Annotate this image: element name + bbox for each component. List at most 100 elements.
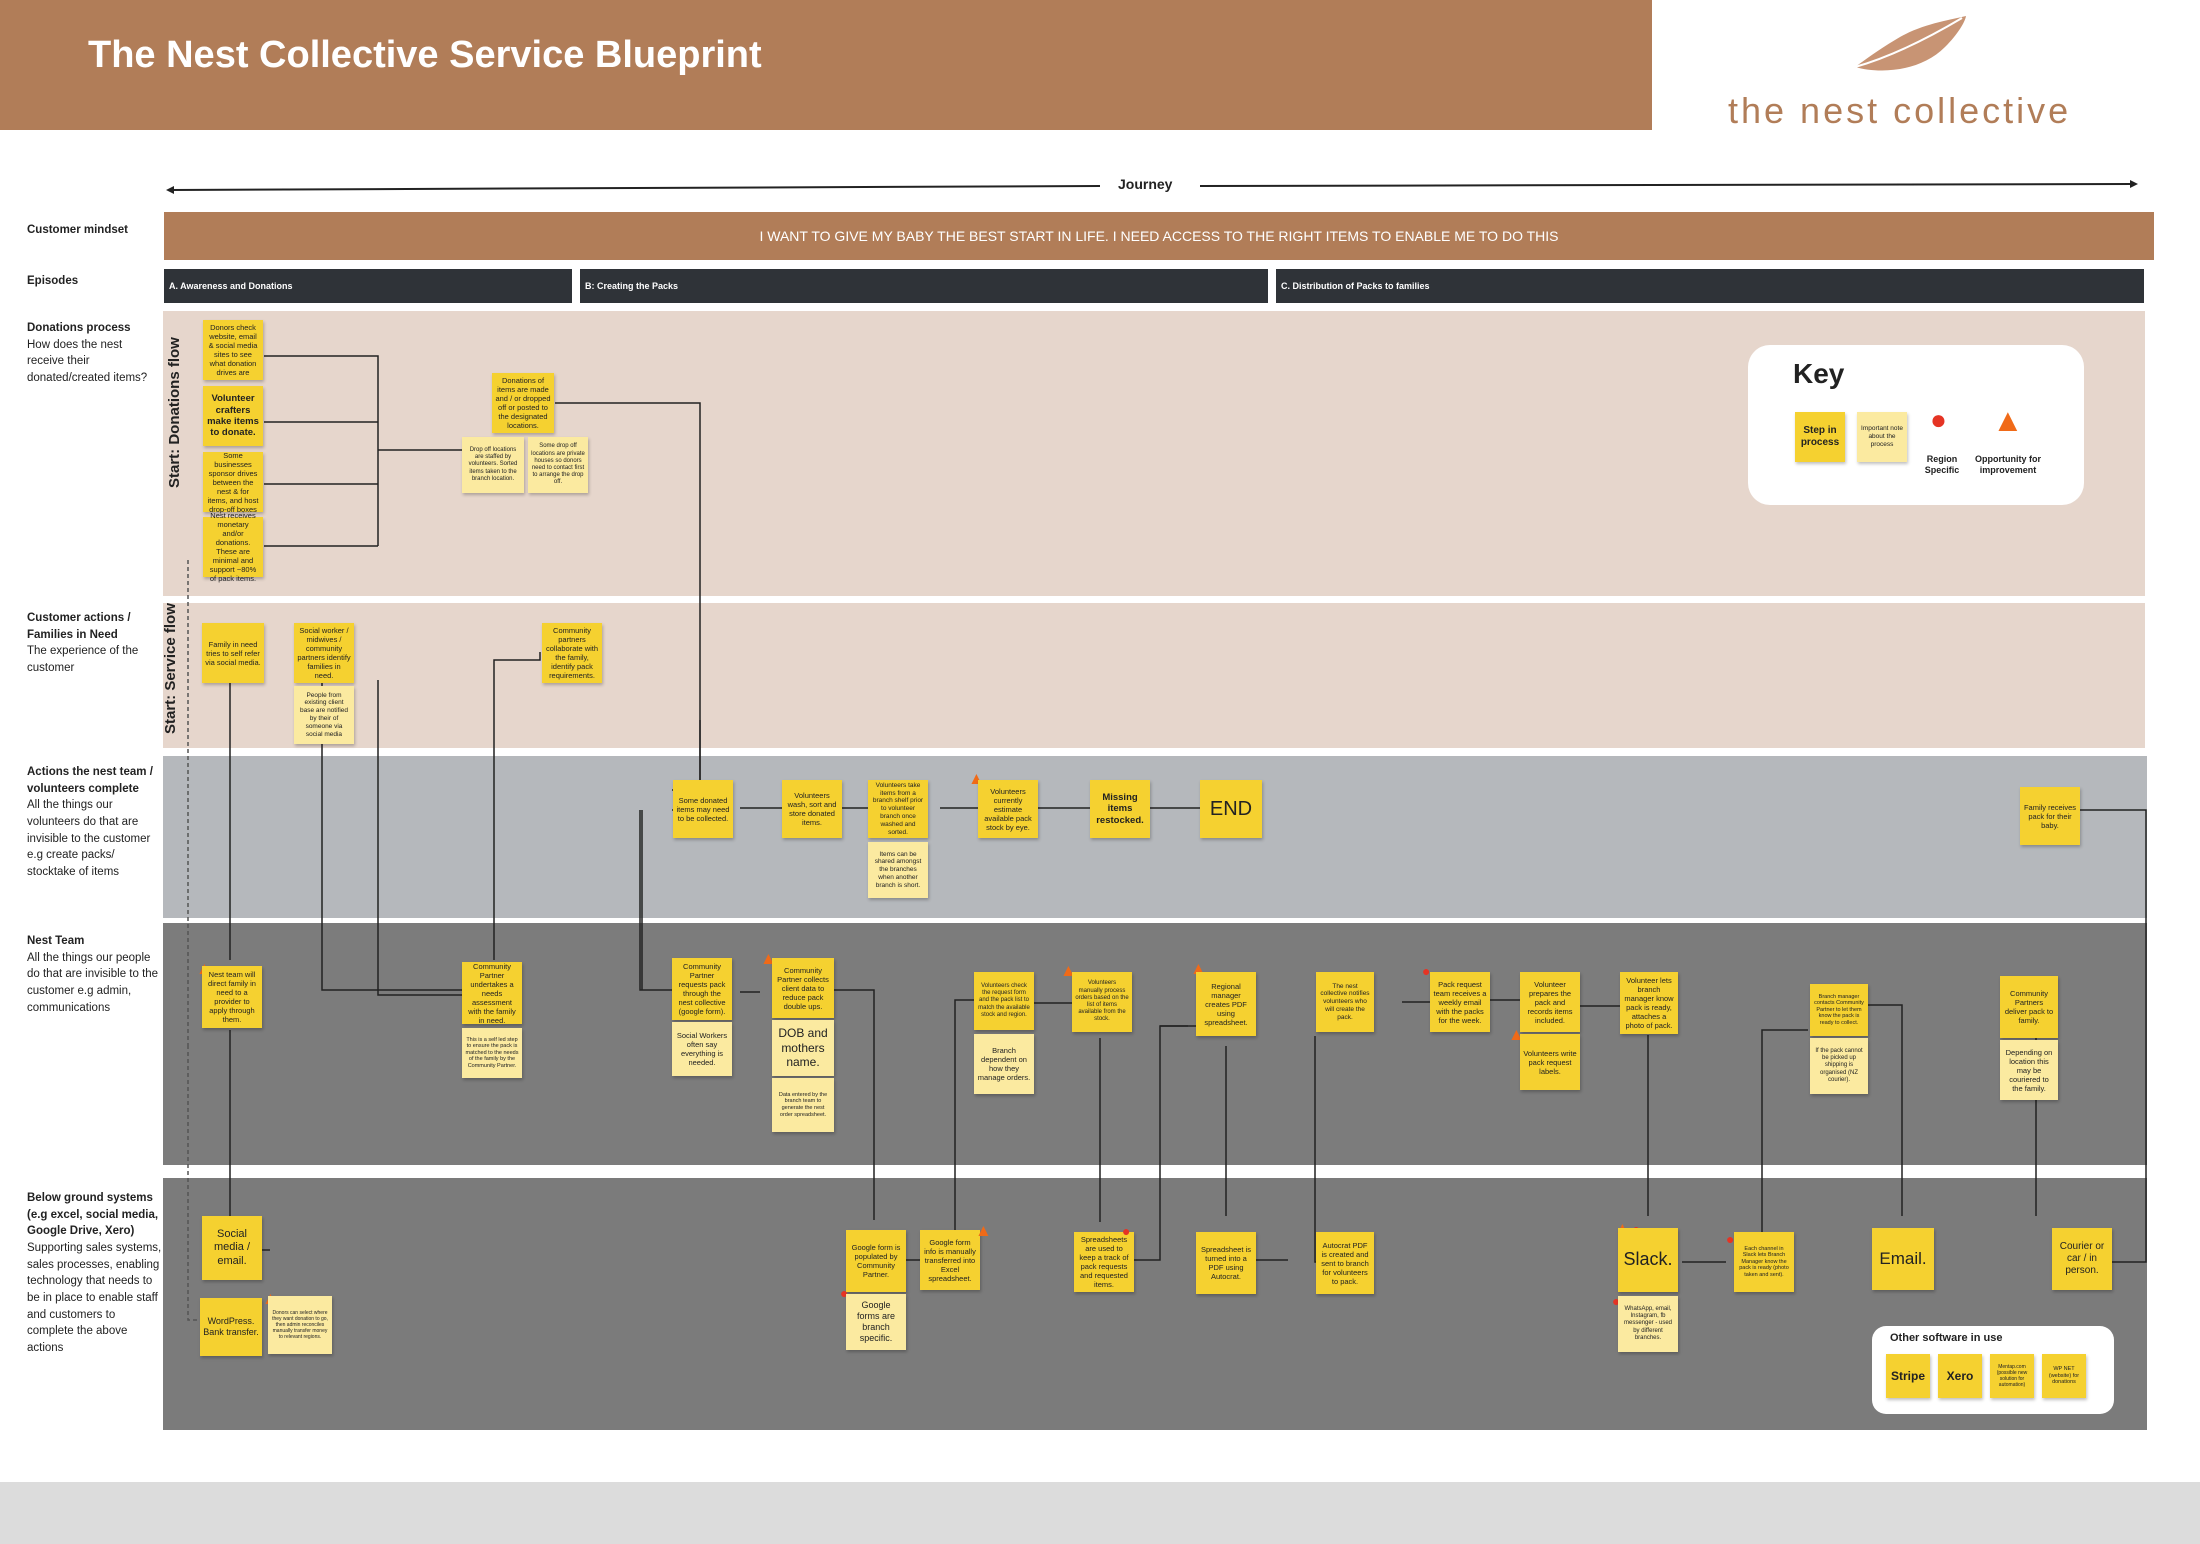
note-deliver-pack: Community Partners deliver pack to famil… (2000, 976, 2058, 1038)
note-donation-check-website: Donors check website, email & social med… (203, 320, 263, 380)
brand-logo-text: the nest collective (1728, 90, 2072, 131)
flame-icon: ▲ (1992, 402, 2024, 438)
note-wash-sort-store: Volunteers wash, sort and store donated … (782, 780, 842, 838)
note-donor-reconciles: Donors can select where they want donati… (268, 1296, 332, 1354)
row-label-systems: Below ground systems (e.g excel, social … (27, 1190, 162, 1357)
note-community-partners-collaborate: Community partners collaborate with the … (542, 623, 602, 683)
key-region-caption: Region Specific (1924, 454, 1960, 475)
key-opportunity-caption: Opportunity for improvement (1975, 454, 2041, 475)
journey-arrow (166, 180, 2138, 194)
note-shipping-organised: If the pack cannot be picked up shipping… (1810, 1038, 1868, 1094)
note-estimate-stock: Volunteers currently estimate available … (978, 780, 1038, 838)
note-weekly-email: Pack request team receives a weekly emai… (1430, 972, 1490, 1032)
key-step: Step in process (1795, 412, 1845, 462)
row-label-volunteers-sub: All the things our volunteers do that ar… (27, 799, 151, 879)
note-shared-between-branches: Items can be shared amongst the branches… (868, 842, 928, 898)
note-couriered: Depending on location this may be courie… (2000, 1040, 2058, 1100)
note-request-pack-form: Community Partner requests pack through … (672, 958, 732, 1020)
note-drop-off-staffed: Drop off locations are staffed by volunt… (462, 437, 524, 493)
note-whatsapp-messenger: WhatsApp, email, Instagram, fb messenger… (1618, 1296, 1678, 1352)
header-band (0, 0, 1652, 130)
feather-icon (1854, 16, 1966, 71)
note-wordpress-bank: WordPress. Bank transfer. (200, 1298, 262, 1356)
software-wp-net: WP NET (website) for donations (2042, 1354, 2086, 1398)
note-slack-channel: Each channel in Slack lets Branch Manage… (1734, 1232, 1794, 1292)
note-items-to-branch: Volunteers take items from a branch shel… (868, 780, 928, 838)
journey-label: Journey (1118, 176, 1173, 192)
map-pin-icon: ● (1930, 404, 1947, 435)
row-label-mindset: Customer mindset (27, 224, 128, 236)
note-private-houses: Some drop off locations are private hous… (528, 437, 588, 493)
note-family-self-refer: Family in need tries to self refer via s… (202, 623, 264, 683)
lane-systems (163, 1178, 2147, 1430)
row-label-nestteam-title: Nest Team (27, 935, 85, 947)
note-donated-items-collected: Some donated items may need to be collec… (673, 780, 733, 838)
note-existing-clients: People from existing client base are not… (294, 686, 354, 744)
row-label-donations-title: Donations process (27, 322, 131, 334)
episode-b: B: Creating the Packs (580, 269, 1268, 303)
note-donations-drop-off: Donations of items are made and / or dro… (492, 373, 554, 433)
row-label-customer-title: Customer actions / Families in Need (27, 612, 131, 641)
note-branch-manager-photo: Volunteer lets branch manager know pack … (1620, 972, 1678, 1034)
note-autocrat-pdf: Autocrat PDF is created and sent to bran… (1316, 1232, 1374, 1294)
note-monetary-donations: Nest receives monetary and/or donations.… (203, 511, 263, 583)
note-social-worker-identify: Social worker / midwives / community par… (294, 623, 354, 683)
footer-band (0, 1482, 2200, 1544)
row-label-volunteers: Actions the nest team / volunteers compl… (27, 764, 162, 881)
software-xero: Xero (1938, 1354, 1982, 1398)
row-label-nestteam: Nest Team All the things our people do t… (27, 933, 162, 1016)
episode-c: C. Distribution of Packs to families (1276, 269, 2144, 303)
row-label-volunteers-title: Actions the nest team / volunteers compl… (27, 766, 153, 795)
note-self-led-step: This is a self led step to ensure the pa… (462, 1028, 522, 1078)
note-contact-community-partner: Branch manager contacts Community Partne… (1810, 984, 1868, 1036)
row-label-systems-title: Below ground systems (e.g excel, social … (27, 1192, 159, 1238)
note-data-entered: Data entered by the branch team to gener… (772, 1078, 834, 1132)
row-label-customer-sub: The experience of the customer (27, 645, 139, 675)
software-mentap: Mentap.com (possible new solution for au… (1990, 1354, 2034, 1398)
note-everything-needed: Social Workers often say everything is n… (672, 1022, 732, 1076)
note-end: END (1200, 780, 1262, 838)
customer-mindset-banner: I WANT TO GIVE MY BABY THE BEST START IN… (164, 212, 2154, 260)
note-email: Email. (1872, 1228, 1934, 1290)
key-note: Important note about the process (1857, 412, 1907, 462)
note-social-media-email: Social media / email. (202, 1216, 262, 1280)
note-spreadsheet-pdf: Spreadsheet is turned into a PDF using A… (1196, 1232, 1256, 1294)
other-software-title: Other software in use (1890, 1332, 2003, 1344)
row-label-systems-sub: Supporting sales systems, sales processe… (27, 1242, 162, 1355)
note-spreadsheets-track: Spreadsheets are used to keep a track of… (1074, 1232, 1134, 1292)
note-dob-mothers-name: DOB and mothers name. (772, 1020, 834, 1076)
row-label-donations: Donations process How does the nest rece… (27, 320, 162, 387)
note-needs-assessment: Community Partner undertakes a needs ass… (462, 962, 522, 1025)
map-pin-icon: ● (1726, 1231, 1735, 1247)
note-pack-request-labels: Volunteers write pack request labels. (1520, 1034, 1580, 1090)
note-check-request-form: Volunteers check the request form and th… (974, 972, 1034, 1030)
note-family-receives-pack: Family receives pack for their baby. (2020, 787, 2080, 845)
note-manually-process-orders: Volunteers manually process orders based… (1072, 972, 1132, 1032)
note-volunteer-crafters: Volunteer crafters make items to donate. (203, 386, 263, 446)
note-branch-dependent: Branch dependent on how they manage orde… (974, 1034, 1034, 1094)
note-google-form-populated: Google form is populated by Community Pa… (846, 1230, 906, 1292)
note-slack: Slack. (1618, 1228, 1678, 1292)
note-google-forms-branch: Google forms are branch specific. (846, 1294, 906, 1350)
key-title: Key (1793, 358, 1845, 389)
note-missing-items-restocked: Missing items restocked. (1090, 780, 1150, 838)
map-pin-icon: ● (840, 1285, 849, 1301)
note-transferred-excel: Google form info is manually transferred… (920, 1230, 980, 1290)
row-label-nestteam-sub: All the things our people do that are in… (27, 951, 159, 1014)
row-label-customer: Customer actions / Families in Need The … (27, 610, 162, 677)
map-pin-icon: ● (1422, 963, 1431, 979)
episode-a: A. Awareness and Donations (164, 269, 572, 303)
row-label-episodes: Episodes (27, 275, 79, 287)
map-pin-icon: ● (1612, 1293, 1621, 1309)
software-stripe: Stripe (1886, 1354, 1930, 1398)
map-pin-icon: ● (1122, 1223, 1131, 1239)
note-direct-to-provider: Nest team will direct family in need to … (202, 966, 262, 1028)
note-volunteer-prepares-pack: Volunteer prepares the pack and records … (1520, 972, 1580, 1032)
note-regional-manager-pdf: Regional manager creates PDF using sprea… (1196, 972, 1256, 1036)
note-notifies-volunteers: The nest collective notifies volunteers … (1316, 972, 1374, 1032)
note-collect-client-data: Community Partner collects client data t… (772, 958, 834, 1018)
page-title: The Nest Collective Service Blueprint (88, 34, 762, 76)
note-business-sponsors: Some businesses sponsor drives between t… (203, 451, 263, 514)
row-label-donations-sub: How does the nest receive their donated/… (27, 338, 148, 385)
note-courier-car: Courier or car / in person. (2052, 1228, 2112, 1290)
